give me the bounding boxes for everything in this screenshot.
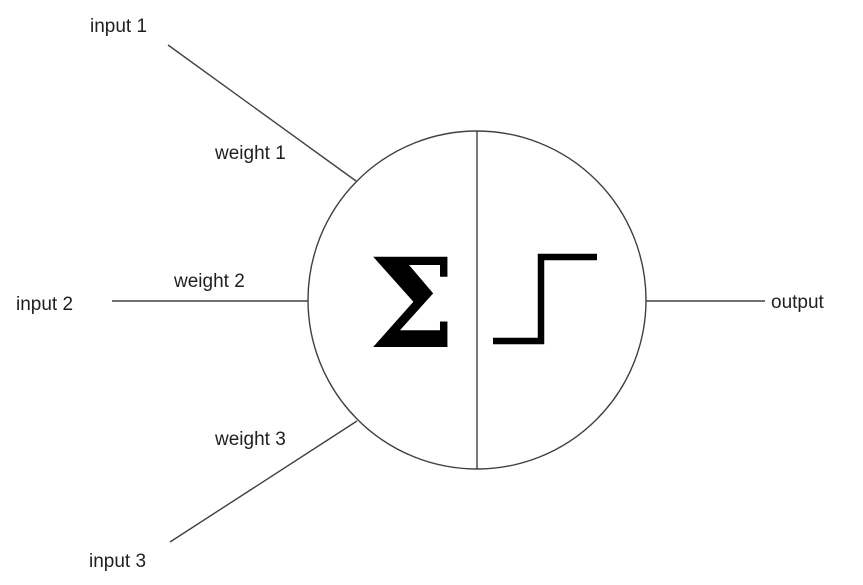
input-2-label: input 2 xyxy=(16,294,73,315)
connection-lines-group xyxy=(112,44,765,543)
input-1-line xyxy=(167,44,357,182)
weight-3-label: weight 3 xyxy=(214,429,286,450)
summation-symbol-group: Σ xyxy=(368,232,456,377)
input-3-line xyxy=(169,420,358,543)
input-1-label: input 1 xyxy=(90,16,147,37)
output-label: output xyxy=(771,292,825,313)
neuron-body-group xyxy=(307,130,647,470)
step-function-icon xyxy=(493,253,597,345)
weight-1-label: weight 1 xyxy=(214,143,286,164)
weight-2-label: weight 2 xyxy=(173,271,245,292)
summation-sigma-symbol: Σ xyxy=(368,232,456,377)
input-3-label: input 3 xyxy=(89,551,146,572)
labels-group: input 1 input 2 input 3 weight 1 weight … xyxy=(16,16,825,572)
